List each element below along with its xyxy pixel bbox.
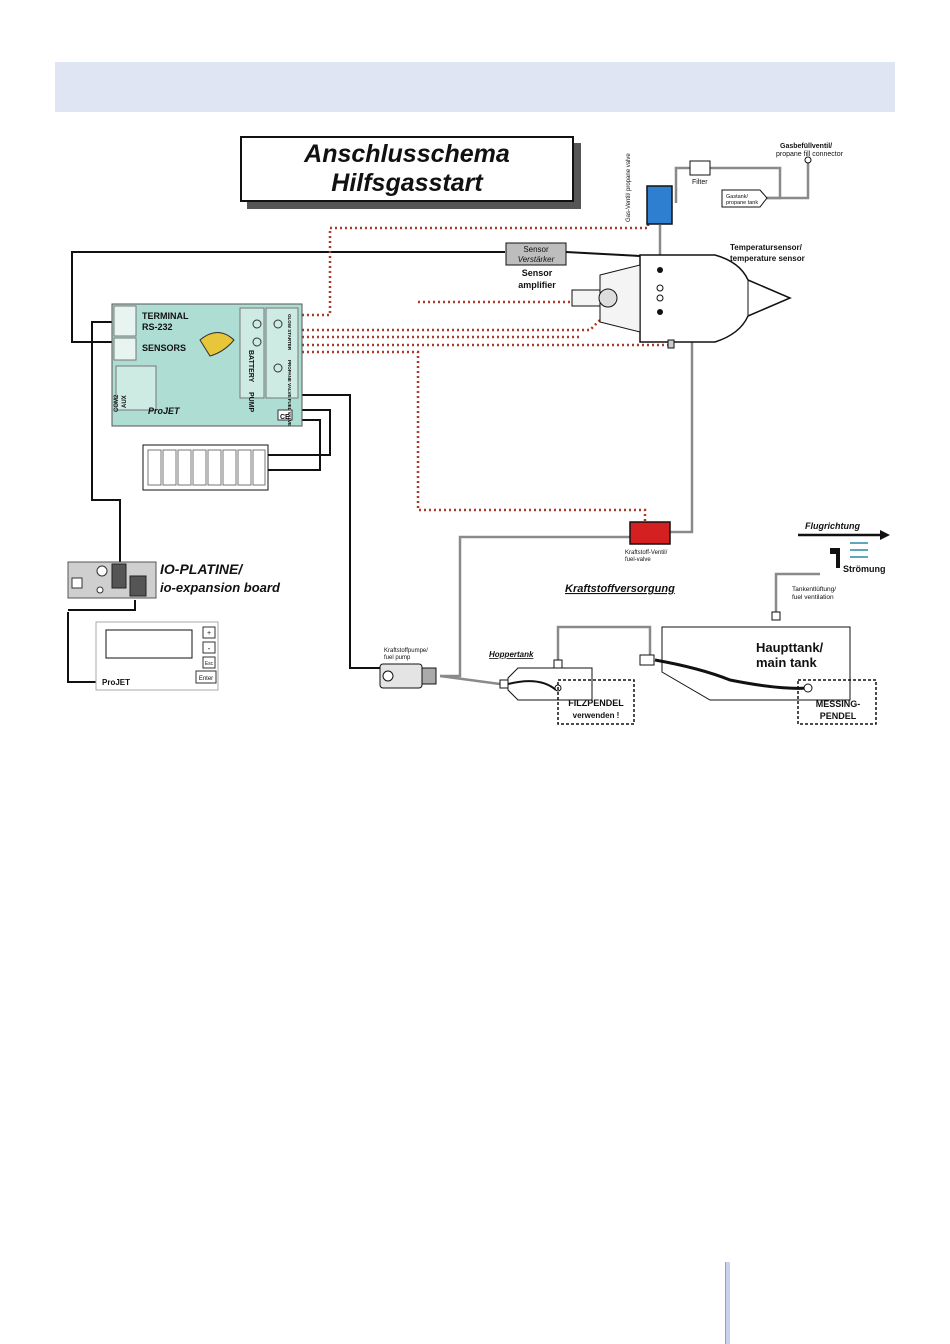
fuel-valve [629, 521, 671, 545]
tank-vent-label2: fuel ventilation [792, 594, 834, 601]
battery-pack [142, 444, 269, 491]
fuel-lines [439, 160, 820, 686]
sensor-amplifier [505, 242, 567, 266]
temp-sensor-label1: Temperatursensor/ [730, 243, 803, 252]
ecu-valve-label: PROPANE VALVE FUEL VALVE [287, 360, 292, 426]
signal-wires [67, 251, 641, 683]
felt-pendel-label1: FILZPENDEL [568, 698, 624, 708]
fuel-supply-label: Kraftstoffversorgung [565, 583, 675, 595]
gsu-display [105, 629, 193, 659]
pump-wire [300, 394, 380, 669]
io-board-label: io-expansion board [160, 580, 281, 595]
brass-pendel-box [797, 679, 877, 725]
gas-valve-dotted [302, 212, 650, 317]
io-to-gsu-wire [67, 612, 96, 683]
sensors-label: SENSORS [142, 343, 186, 353]
gsu-esc-label: Esc [205, 661, 214, 667]
battery-wire-a [268, 409, 331, 456]
gsu-enter-label: Enter [199, 676, 213, 682]
gas-line-1 [674, 166, 690, 203]
fuel-pump [379, 663, 437, 689]
terminal-connector [113, 305, 137, 337]
turbine-engine [571, 254, 792, 349]
aux-label: AUX [122, 395, 128, 408]
filter-label: Filter [692, 179, 708, 186]
page-margin-bar [725, 1262, 730, 1344]
battery-pump-block [239, 307, 265, 399]
propane-tank-label: Gastank/ [726, 194, 748, 200]
io-expansion-board [67, 561, 157, 599]
main-tank-label1: Haupttank/ [756, 640, 824, 655]
title-line-2: Hilfsgasstart [331, 169, 483, 197]
brass-pendel-label1: MESSING- [816, 699, 861, 709]
sensor-amp-label1: Sensor [522, 268, 553, 278]
sensor-box-line2: Verstärker [518, 255, 555, 264]
sensor-box-line1: Sensor [523, 245, 549, 254]
rs232-label: RS-232 [142, 322, 173, 332]
gas-valve-label: Gas-Ventil/ propane valve [626, 153, 632, 222]
io-platine-label: IO-PLATINE/ [160, 561, 244, 577]
gas-fill-label-en: propane fill connector [776, 151, 844, 158]
temp-sensor-label2: temperature sensor [730, 254, 805, 263]
hornet-logo-icon [199, 332, 235, 357]
fuel-valve-label1: Kraftstoff-Ventil/ [625, 550, 668, 556]
felt-pendel-box [557, 679, 635, 725]
brass-pendel-label2: PENDEL [820, 711, 857, 721]
gas-fill-line [767, 160, 810, 200]
gsu-minus-label: - [208, 644, 211, 653]
gsu-plus-label: + [207, 630, 211, 637]
flow-label: Strömung [843, 564, 886, 574]
sensor-amp-label2: amplifier [518, 280, 556, 290]
gas-fill-connector [804, 156, 812, 164]
glow-valve-block [265, 307, 299, 399]
vent-scoop-icon [830, 548, 840, 568]
fuel-valve-dotted [302, 350, 647, 522]
pump-to-hopper [439, 674, 501, 686]
propane-tank [721, 189, 768, 208]
main-tank [639, 611, 851, 701]
hopper-tank [499, 659, 593, 701]
glow-dotted [302, 318, 635, 332]
felt-pendel-label2: verwenden ! [573, 711, 620, 720]
com2-label: COM2 [114, 394, 120, 412]
filter-box [689, 160, 711, 176]
battery-label: BATTERY [247, 350, 254, 383]
aux-com2-block [115, 365, 157, 411]
terminal-to-io-wire [91, 321, 121, 562]
gas-fill-label: Gasbefüllventil/ [780, 143, 832, 150]
ce-label: CE [280, 414, 290, 421]
battery-wire-b [268, 419, 321, 471]
vent-line [774, 572, 820, 612]
ground-support-unit [95, 621, 219, 691]
pump-label: PUMP [247, 392, 254, 413]
flight-direction-label: Flugrichtung [805, 521, 860, 531]
ecu-brand-label: ProJET [148, 406, 181, 416]
hopper-label: Hoppertank [489, 650, 534, 659]
hopper-to-main [556, 625, 652, 664]
fuel-pump-label2: fuel pump [384, 655, 411, 661]
flow-arrows-icon [850, 542, 868, 558]
terminal-label: TERMINAL [142, 311, 189, 321]
valve-lines [302, 212, 670, 522]
io-out-wire [68, 600, 136, 611]
main-tank-label2: main tank [756, 655, 817, 670]
title-line-1: Anschlusschema [304, 140, 510, 168]
fuel-pump-label1: Kraftstoffpumpe/ [384, 648, 428, 654]
title-box: Anschlusschema Hilfsgasstart [240, 136, 574, 202]
ecu-board [111, 303, 303, 427]
tank-vent-label1: Tankentlüftung/ [792, 586, 836, 593]
glow-starter-label: GLOW STARTER [287, 314, 292, 351]
fuel-valve-to-pump [440, 535, 630, 678]
flight-direction-arrowhead [880, 530, 890, 540]
propane-tank-label-en: propane tank [726, 200, 758, 206]
header-band [55, 62, 895, 112]
sensors-connector [113, 337, 137, 361]
gsu-brand-label: ProJET [102, 678, 130, 687]
fuel-to-engine [660, 310, 694, 534]
fuel-valve-label2: fuel-valve [625, 557, 651, 563]
gas-valve [646, 185, 673, 225]
sensor-amp-probe-wire [565, 251, 641, 257]
